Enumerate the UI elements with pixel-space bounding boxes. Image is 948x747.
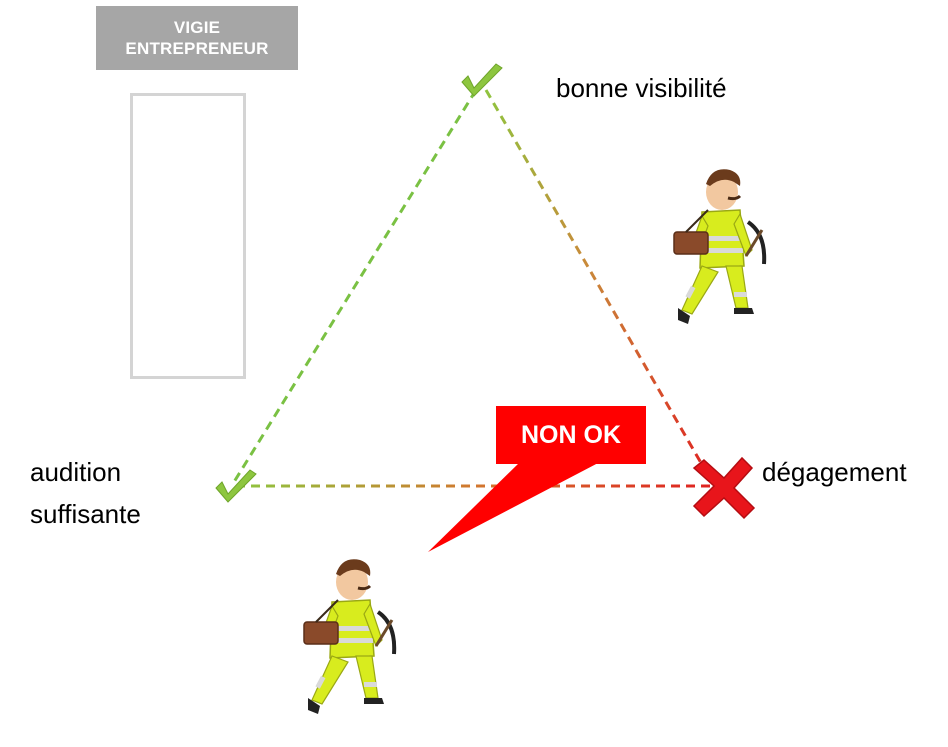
label-hearing-line-2: suffisante — [30, 499, 141, 529]
check-icon — [215, 469, 257, 503]
edge-visibility-hearing — [232, 89, 478, 483]
label-hearing-line-1: audition — [30, 457, 122, 487]
lookout-badge: VIGIE ENTREPRENEUR — [96, 6, 298, 70]
worker-with-pickaxe-icon — [302, 557, 397, 716]
callout-box — [496, 406, 646, 464]
lookout-photo-frame — [130, 93, 246, 379]
label-visibility: bonne visibilité — [556, 73, 727, 103]
callout-label: NON OK — [521, 420, 621, 449]
edge-visibility-clearance — [484, 89, 714, 483]
badge-line-1: VIGIE — [173, 18, 221, 37]
cross-icon — [692, 456, 756, 520]
callout-pointer — [428, 462, 600, 552]
badge-line-2: ENTREPRENEUR — [125, 39, 269, 58]
label-clearance: dégagement — [762, 457, 907, 487]
check-icon — [461, 63, 503, 97]
worker-with-pickaxe-icon — [672, 167, 767, 326]
